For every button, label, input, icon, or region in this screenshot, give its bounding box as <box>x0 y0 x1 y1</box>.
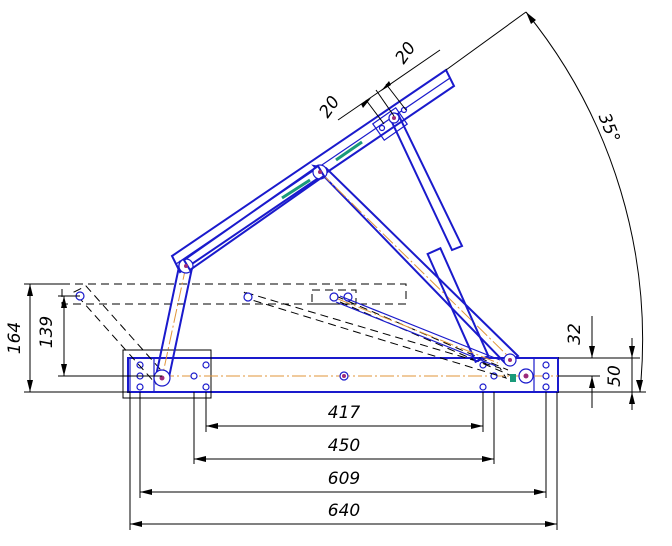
mid-link-edge <box>335 301 497 367</box>
gas-strut <box>388 112 490 364</box>
gas-strut-rod <box>388 112 464 252</box>
hole <box>136 361 144 369</box>
dim-640: 640 <box>129 392 558 530</box>
dim-164-label: 164 <box>5 322 25 354</box>
dim-417-label: 417 <box>328 403 361 423</box>
hole <box>479 383 487 391</box>
dim-139: 139 <box>37 295 162 377</box>
dim-417: 417 <box>205 392 484 432</box>
lid-closed-outline <box>61 283 407 305</box>
mid-link-edge <box>339 295 501 361</box>
dim-50: 50 <box>558 338 640 410</box>
accent-block <box>510 374 516 382</box>
hole <box>136 383 144 391</box>
lid-accent-stripe <box>335 140 363 162</box>
dim-angle-label: 35° <box>594 110 624 145</box>
dim-450-label: 450 <box>328 436 360 456</box>
pin <box>318 170 322 174</box>
dim-50-label: 50 <box>605 365 625 387</box>
dim-20b-label: 20 <box>392 39 421 68</box>
pins <box>159 116 396 381</box>
hole <box>542 361 550 369</box>
angle-arc <box>525 11 644 393</box>
mid-link <box>335 295 501 367</box>
hole <box>202 383 210 391</box>
lid-open-outline <box>170 68 456 274</box>
dim-32: 32 <box>558 316 640 408</box>
gas-strut-cylinder <box>426 246 490 364</box>
dim-609: 609 <box>139 392 547 498</box>
hole <box>202 361 210 369</box>
dim-609-label: 609 <box>328 469 360 489</box>
hole <box>378 124 386 132</box>
hole <box>243 292 253 302</box>
coupler-link <box>182 164 326 272</box>
upper-link-centerline <box>319 171 513 361</box>
hole <box>542 372 550 380</box>
gas-strut-mount-ghost <box>311 289 357 305</box>
strut-ghost-line-2 <box>339 301 513 377</box>
hole <box>190 372 198 380</box>
dim-164: 164 <box>5 283 130 393</box>
hole <box>329 292 339 302</box>
dim-angle: 35° <box>445 11 646 393</box>
pin <box>392 116 396 120</box>
pin <box>159 375 165 381</box>
front-link <box>153 258 194 387</box>
left-bracket-box <box>122 349 212 399</box>
coupler-link-body <box>182 164 326 272</box>
pin <box>523 373 529 379</box>
dim-32-label: 32 <box>565 323 585 345</box>
pin <box>184 264 188 268</box>
dim-20a-label: 20 <box>316 93 345 122</box>
dim-450: 450 <box>193 392 495 464</box>
lid-accent-stripe <box>281 178 311 200</box>
pin <box>342 374 346 378</box>
mid-link-centerline <box>337 298 499 364</box>
dim-20-pair: 20 20 <box>316 39 441 125</box>
hole <box>542 383 550 391</box>
pin <box>508 358 512 362</box>
right-pivot <box>503 353 534 384</box>
dim-139-label: 139 <box>37 316 57 348</box>
front-link-centerline <box>161 265 187 379</box>
dim-640-label: 640 <box>328 501 360 521</box>
